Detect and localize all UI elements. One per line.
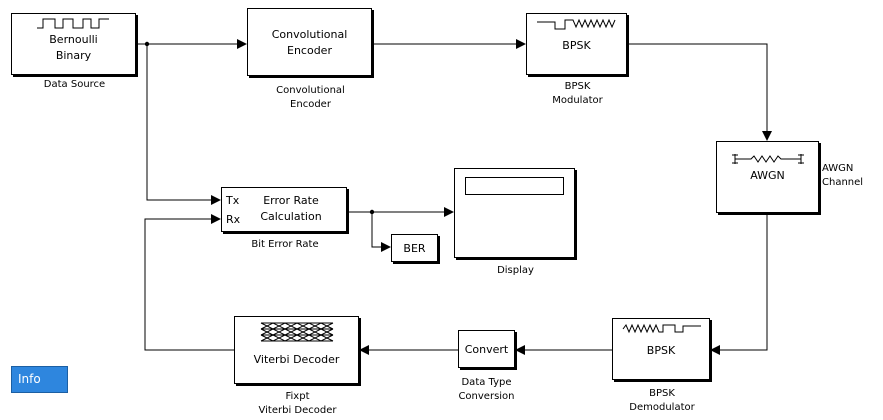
viterbi-decoder-block[interactable]: Viterbi Decoder [234,316,359,384]
arrowhead [237,39,247,49]
block-text: BPSK [562,39,591,52]
pulse-train-icon [37,18,109,29]
bpsk-modulator-block[interactable]: BPSK [526,13,627,75]
bpsk-waveform-icon [537,18,616,30]
display-label: Display [497,265,534,276]
arrowhead [211,214,221,224]
arrowhead [515,345,525,355]
awgn-channel-block[interactable]: AWGN [716,141,819,213]
bit-error-rate-label: Bit Error Rate [251,239,319,250]
block-text: Bernoulli [49,33,98,46]
trellis-icon [260,322,334,342]
wire-viterbi-to-rx [144,218,234,351]
arrowhead [762,131,772,141]
wire-error-to-ber [371,212,381,248]
data-source-label: Data Source [43,79,106,90]
awgn-channel-label: AWGN Channel [822,163,864,188]
arrowhead [516,39,526,49]
block-text: Calculation [260,210,322,223]
block-text: Convolutional [271,28,348,41]
rx-port-label: Rx [226,213,241,226]
block-text: AWGN [750,169,785,182]
data-type-conversion-block[interactable]: Convert [458,330,515,368]
wire-mod-to-awgn [627,43,768,131]
block-text: Binary [55,49,92,62]
bpsk-demodulator-label: BPSK Demodulator [629,388,695,413]
noise-resistor-icon [732,154,804,164]
bpsk-demodulator-block[interactable]: BPSK [612,318,710,380]
bpsk-modulator-label: BPSK Modulator [552,81,603,106]
tx-port-label: Tx [226,194,240,207]
error-rate-calculation-block[interactable]: Tx Rx Error Rate Calculation [221,187,347,232]
arrowhead [211,195,221,205]
info-button[interactable]: Info [11,366,68,393]
bpsk-waveform-icon [622,323,701,334]
display-block[interactable] [454,168,575,258]
wire-source-to-tx [146,44,211,201]
display-readout [465,177,564,195]
convolutional-encoder-label: Convolutional Encoder [276,85,345,110]
block-text: Encoder [287,44,332,57]
block-text: Convert [464,343,509,356]
data-type-conversion-label: Data Type Conversion [458,377,515,402]
arrowhead [710,345,720,355]
arrowhead [381,242,391,252]
ber-block[interactable]: BER [391,234,438,262]
block-text: Viterbi Decoder [253,353,340,366]
block-text: BPSK [646,344,676,357]
block-text: Error Rate [263,194,319,207]
wire-awgn-to-demod [720,213,768,351]
block-text: BER [403,242,426,255]
bernoulli-binary-block[interactable]: Bernoulli Binary [11,13,136,75]
arrowhead [359,345,369,355]
arrowhead [444,207,454,217]
convolutional-encoder-block[interactable]: Convolutional Encoder [247,8,372,76]
viterbi-decoder-label: Fixpt Viterbi Decoder [258,391,337,416]
